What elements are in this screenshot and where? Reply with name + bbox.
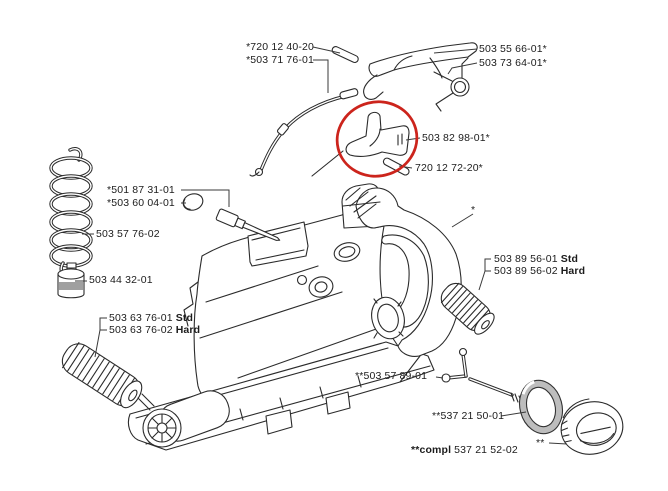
lower-screw-drawing [441, 347, 532, 407]
filler-hole-drawing [371, 296, 405, 340]
part-variant: Std [560, 253, 579, 265]
part-variant: Hard [560, 265, 586, 277]
lockout-lever-drawing [363, 42, 478, 100]
hose-spring-drawing [49, 147, 93, 278]
part-label-lower-screw: **503 57 89-01 [355, 370, 428, 382]
footnote-marker-cap: ** [536, 437, 545, 449]
mount-wheel-drawing [142, 390, 230, 448]
damper-spring-left-drawing [61, 341, 155, 411]
leader-lines [75, 46, 568, 445]
part-variant: Hard [175, 324, 201, 336]
seal-ring-drawing [518, 379, 564, 435]
part-label-hose-spring: 503 57 76-02 [96, 228, 160, 240]
part-code: 503 89 56-01 [494, 253, 558, 265]
plug-and-screw-drawing [182, 193, 281, 241]
part-label-fuel-filter: 503 44 32-01 [89, 274, 153, 286]
throttle-cable-drawing [249, 88, 359, 177]
part-label-throttle-cable: *503 71 76-01 [246, 54, 314, 66]
part-code: 503 89 56-02 [494, 265, 558, 277]
part-label-seal-ring: **537 21 50-01 [432, 410, 505, 422]
pin-top-drawing [331, 46, 359, 64]
torsion-spring-drawing [433, 57, 470, 112]
fuel-filter-drawing [57, 262, 85, 299]
part-label-plug: *503 60 04-01 [107, 197, 175, 209]
part-prefix: **compl [411, 444, 452, 456]
pin-lower-drawing [382, 157, 410, 176]
part-label-lockout-lever: 503 55 66-01* [479, 43, 547, 55]
part-label-pin-top: *720 12 40-20 [246, 41, 314, 53]
part-code: 503 63 76-02 [109, 324, 173, 336]
cable-bracket-drawing [311, 111, 410, 177]
fuel-cap-drawing [560, 398, 624, 455]
highlight-circle [335, 100, 419, 178]
footnote-marker-handle: * [471, 204, 476, 216]
part-label-cable-bracket: 503 82 98-01* [422, 132, 490, 144]
part-code: 503 63 76-01 [109, 312, 173, 324]
part-code: 537 21 52-02 [454, 444, 518, 456]
part-variant: Std [175, 312, 194, 324]
part-label-adjuster-screw: *501 87 31-01 [107, 184, 175, 196]
part-label-pin-lower: 720 12 72-20* [415, 162, 483, 174]
part-label-torsion-spring: 503 73 64-01* [479, 57, 547, 69]
damper-spring-right-drawing [440, 282, 495, 335]
